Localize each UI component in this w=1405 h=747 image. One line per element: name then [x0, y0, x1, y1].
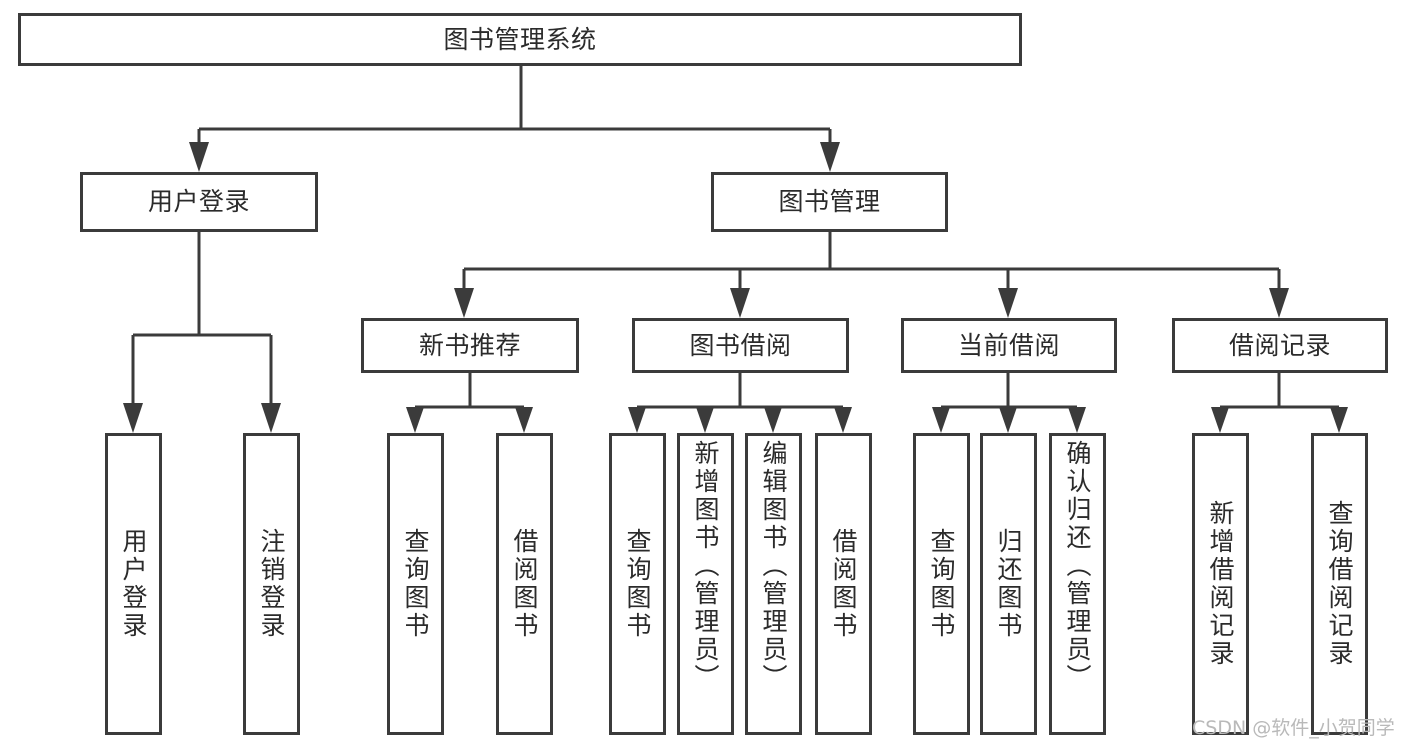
- node-label: 用户登录: [119, 528, 148, 640]
- node-label: 借阅记录: [1228, 330, 1331, 360]
- leaf-confirm-return-admin[interactable]: 确认归还（管理员）: [1049, 433, 1106, 735]
- leaf-user-login[interactable]: 用户登录: [105, 433, 162, 735]
- node-user-login[interactable]: 用户登录: [80, 172, 318, 232]
- node-label: 新增图书（管理员）: [691, 440, 720, 692]
- watermark-csdn: CSDN @软件_小贺同学: [1192, 713, 1395, 740]
- leaf-add-borrow-record[interactable]: 新增借阅记录: [1192, 433, 1249, 735]
- leaf-query-borrow-record[interactable]: 查询借阅记录: [1311, 433, 1368, 735]
- node-label: 归还图书: [994, 528, 1023, 640]
- node-label: 新书推荐: [418, 330, 521, 360]
- watermark-text: CSDN @软件_小贺同学: [1192, 717, 1395, 739]
- node-book-borrow[interactable]: 图书借阅: [632, 318, 849, 373]
- leaf-borrow-book[interactable]: 借阅图书: [815, 433, 872, 735]
- node-book-management[interactable]: 图书管理: [711, 172, 948, 232]
- node-label: 借阅图书: [510, 528, 539, 640]
- node-label: 查询借阅记录: [1325, 500, 1354, 668]
- node-label: 新增借阅记录: [1206, 500, 1235, 668]
- leaf-logout[interactable]: 注销登录: [243, 433, 300, 735]
- node-root-book-management-system[interactable]: 图书管理系统: [18, 13, 1022, 66]
- node-label: 图书借阅: [689, 330, 792, 360]
- leaf-query-book-borrow[interactable]: 查询图书: [609, 433, 666, 735]
- node-label: 用户登录: [147, 187, 250, 217]
- node-label: 查询图书: [927, 528, 956, 640]
- leaf-edit-book-admin[interactable]: 编辑图书（管理员）: [745, 433, 802, 735]
- leaf-borrow-book-recommend[interactable]: 借阅图书: [496, 433, 553, 735]
- node-label: 图书管理: [778, 187, 881, 217]
- node-label: 查询图书: [623, 528, 652, 640]
- leaf-query-book-recommend[interactable]: 查询图书: [387, 433, 444, 735]
- node-current-borrow[interactable]: 当前借阅: [901, 318, 1117, 373]
- node-label: 确认归还（管理员）: [1063, 440, 1092, 692]
- node-label: 图书管理系统: [443, 24, 597, 54]
- node-label: 当前借阅: [957, 330, 1060, 360]
- node-label: 注销登录: [257, 528, 286, 640]
- leaf-return-book[interactable]: 归还图书: [980, 433, 1037, 735]
- node-label: 查询图书: [401, 528, 430, 640]
- leaf-query-book-current[interactable]: 查询图书: [913, 433, 970, 735]
- node-borrow-record[interactable]: 借阅记录: [1172, 318, 1388, 373]
- node-label: 编辑图书（管理员）: [759, 440, 788, 692]
- node-label: 借阅图书: [829, 528, 858, 640]
- leaf-add-book-admin[interactable]: 新增图书（管理员）: [677, 433, 734, 735]
- node-new-book-recommend[interactable]: 新书推荐: [361, 318, 579, 373]
